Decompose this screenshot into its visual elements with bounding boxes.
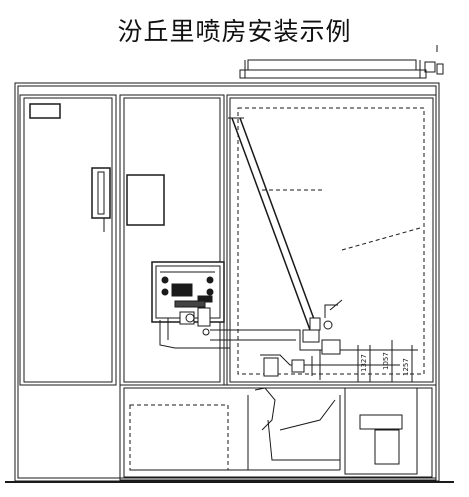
- dimension-label-1: 1327: [360, 354, 368, 372]
- diagram-title: 汾丘里喷房安装示例: [117, 17, 352, 46]
- dimension-label-3: 1257: [402, 358, 410, 376]
- dimension-lines: [352, 340, 420, 383]
- inclined-duct: [228, 117, 421, 331]
- roof-exhaust-unit: [239, 45, 444, 79]
- bottom-tank: [119, 384, 437, 481]
- pipework: [159, 299, 418, 380]
- middle-panel: [119, 94, 225, 386]
- control-cabinet: [19, 94, 117, 386]
- dimension-label-2: 1057: [382, 352, 390, 370]
